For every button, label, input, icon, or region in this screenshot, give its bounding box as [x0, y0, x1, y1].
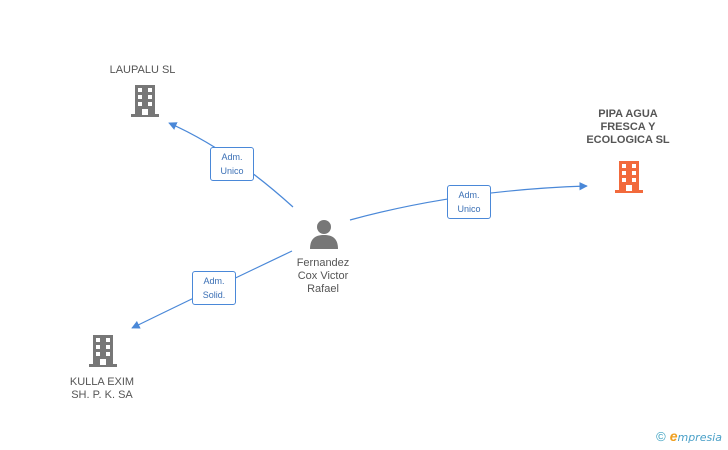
edge-label-to-kulla: Adm. Solid.: [192, 271, 236, 305]
node-label-person[interactable]: Fernandez Cox Victor Rafael: [296, 257, 350, 295]
copyright-symbol: ©: [656, 428, 666, 444]
node-label-pipa[interactable]: PIPA AGUA FRESCA Y ECOLOGICA SL: [586, 108, 670, 146]
empresia-logo: empresia: [669, 428, 722, 444]
building-icon[interactable]: [86, 334, 120, 368]
edge-label-to-laupalu: Adm. Unico: [210, 147, 254, 181]
person-icon[interactable]: [308, 218, 340, 250]
node-label-laupalu[interactable]: LAUPALU SL: [109, 64, 176, 76]
building-icon[interactable]: [612, 160, 646, 194]
node-label-kulla[interactable]: KULLA EXIM SH. P. K. SA: [69, 376, 135, 401]
empresia-watermark: © empresia: [656, 428, 722, 444]
building-icon[interactable]: [128, 84, 162, 118]
edge-label-to-pipa: Adm. Unico: [447, 185, 491, 219]
